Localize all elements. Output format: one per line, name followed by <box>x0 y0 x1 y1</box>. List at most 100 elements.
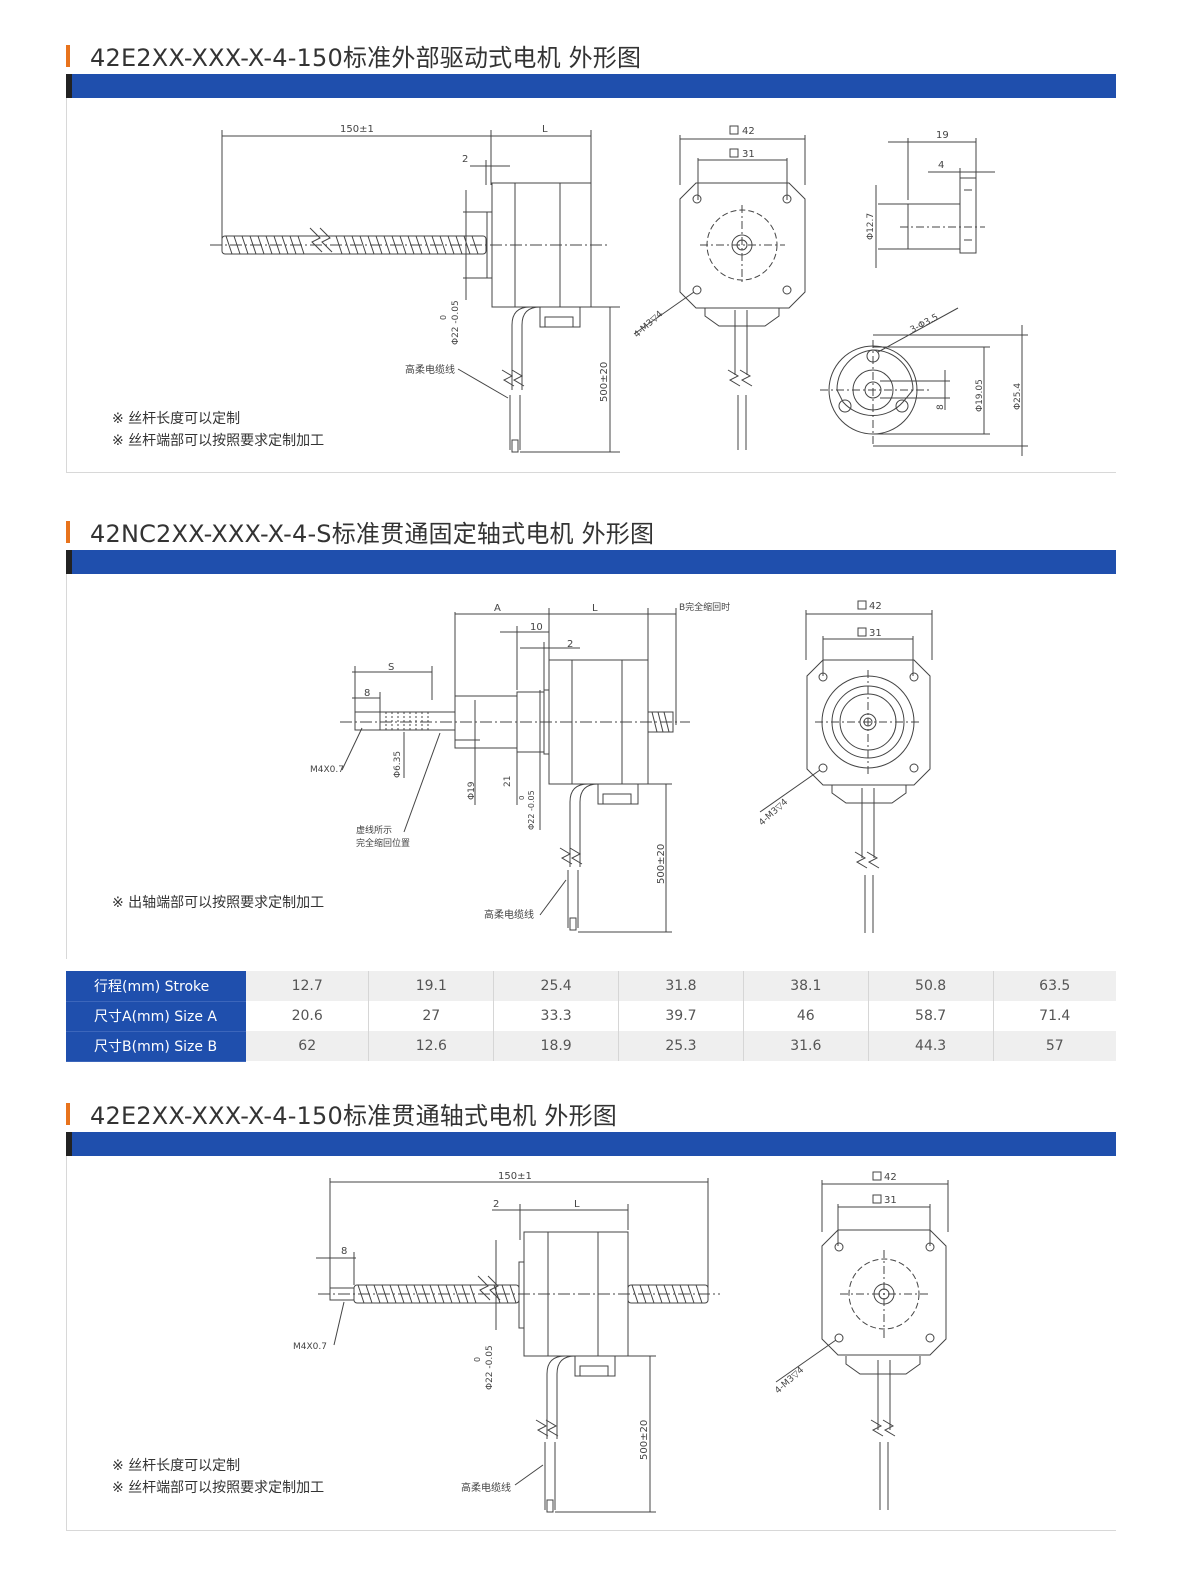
dim-10-label: 10 <box>530 622 543 633</box>
lead-screw <box>210 227 610 255</box>
dim-254-label: Φ25.4 <box>1013 383 1023 410</box>
square-icon <box>857 627 867 637</box>
title-marker <box>66 1102 70 1125</box>
cable-label: 高柔电缆线 <box>484 908 534 921</box>
note-line: ※ 出轴端部可以按照要求定制加工 <box>112 895 325 911</box>
cable-length-label: 500±20 <box>656 844 667 884</box>
table-cell: 19.1 <box>368 971 495 1001</box>
dim-42-label: 42 <box>884 1172 897 1183</box>
section-2-panel <box>66 574 1116 959</box>
section-3-panel <box>66 1156 1116 1531</box>
dim-22-label: Φ22 -0.05 <box>451 300 461 345</box>
table-cell: 33.3 <box>493 1001 620 1031</box>
section-2-drawing: A L B完全缩回时 10 2 S 8 M4X0.7 Φ6.35 Φ <box>310 600 933 933</box>
row-header: 尺寸A(mm) Size A <box>66 1001 246 1032</box>
section-3-bar <box>66 1132 1116 1156</box>
dim-l-label: L <box>542 124 548 135</box>
dim-42-label: 42 <box>869 601 882 612</box>
note-line: ※ 丝杆端部可以按照要求定制加工 <box>112 433 325 449</box>
dim-2-label: 2 <box>493 1199 499 1210</box>
title-marker <box>66 520 70 543</box>
table-cell: 31.6 <box>743 1031 869 1061</box>
dashed-note-1: 虚线所示 <box>356 824 392 836</box>
note-line: ※ 丝杆端部可以按照要求定制加工 <box>112 1480 325 1496</box>
dim-22-tol: 0 <box>518 796 526 800</box>
table-cell: 12.7 <box>246 971 370 1001</box>
dim-8-label: 8 <box>341 1246 347 1257</box>
table-cell: 20.6 <box>246 1001 370 1031</box>
dim-150-label: 150±1 <box>340 124 374 135</box>
square-icon <box>872 1194 882 1204</box>
motor-front <box>633 135 806 450</box>
motor-side <box>340 659 690 933</box>
nut-front <box>820 307 1028 456</box>
table-cell: 50.8 <box>868 971 994 1001</box>
dim-l-label: L <box>574 1199 580 1210</box>
title-marker <box>66 44 70 67</box>
row-header: 行程(mm) Stroke <box>66 971 246 1002</box>
table-cell: 63.5 <box>993 971 1116 1001</box>
section-2-title-text: 42NC2XX-XXX-X-4-S标准贯通固定轴式电机 外形图 <box>90 520 655 548</box>
cable-label: 高柔电缆线 <box>405 363 455 376</box>
dim-22-tol: 0 <box>439 315 448 320</box>
table-cell: 57 <box>993 1031 1116 1061</box>
table-row: 尺寸A(mm) Size A 20.6 27 33.3 39.7 46 58.7… <box>66 1001 1116 1032</box>
dim-2-label: 2 <box>462 154 468 165</box>
motor-front <box>775 1180 949 1510</box>
section-2-notes: ※ 出轴端部可以按照要求定制加工 <box>112 892 324 914</box>
dim-2-label: 2 <box>567 639 573 650</box>
dim-19-label: Φ19 <box>467 781 477 800</box>
dim-31-label: 31 <box>884 1195 897 1206</box>
dim-150: 150±1 <box>221 124 492 240</box>
table-row: 行程(mm) Stroke 12.7 19.1 25.4 31.8 38.1 5… <box>66 971 1116 1002</box>
dim-b-label: B完全缩回时 <box>679 601 730 613</box>
m4-label: M4X0.7 <box>293 1342 327 1352</box>
dim-8-label: 8 <box>936 404 946 410</box>
dim-150-label: 150±1 <box>498 1171 532 1182</box>
dim-19-label: 19 <box>936 130 949 141</box>
section-3-title: 42E2XX-XXX-X-4-150标准贯通轴式电机 外形图 <box>66 1096 617 1131</box>
dim-22-label: Φ22 -0.05 <box>485 1345 495 1390</box>
dim-l-label: L <box>592 603 598 614</box>
table-cell: 62 <box>246 1031 370 1061</box>
note-line: ※ 丝杆长度可以定制 <box>112 411 241 427</box>
cable-length-label: 500±20 <box>599 362 610 402</box>
section-3-notes: ※ 丝杆长度可以定制 ※ 丝杆端部可以按照要求定制加工 <box>112 1455 324 1499</box>
table-cell: 58.7 <box>868 1001 994 1031</box>
dim-22-tol: 0 <box>473 1357 482 1362</box>
table-cell: 18.9 <box>493 1031 620 1061</box>
section-1-title: 42E2XX-XXX-X-4-150标准外部驱动式电机 外形图 <box>66 38 641 73</box>
table-cell: 12.6 <box>368 1031 495 1061</box>
dim-31-label: 31 <box>742 149 755 160</box>
table-cell: 31.8 <box>618 971 744 1001</box>
square-icon <box>729 125 739 135</box>
dim-127-label: Φ12.7 <box>866 213 876 240</box>
bar-stub <box>66 74 72 98</box>
bar-stub <box>66 550 72 574</box>
section-2-title: 42NC2XX-XXX-X-4-S标准贯通固定轴式电机 外形图 <box>66 514 654 549</box>
dim-4-label: 4 <box>938 160 944 171</box>
cable-label: 高柔电缆线 <box>461 1481 511 1494</box>
dim-2: 2 <box>462 154 510 185</box>
dim-l: L <box>491 124 592 185</box>
row-header: 尺寸B(mm) Size B <box>66 1031 246 1062</box>
dim-s-label: S <box>388 662 394 673</box>
dim-1905-label: Φ19.05 <box>975 379 985 412</box>
section-2-bar <box>66 550 1116 574</box>
table-cell: 39.7 <box>618 1001 744 1031</box>
square-icon <box>857 600 867 610</box>
table-row: 尺寸B(mm) Size B 62 12.6 18.9 25.3 31.6 44… <box>66 1031 1116 1062</box>
square-icon <box>729 148 739 158</box>
section-1-notes: ※ 丝杆长度可以定制 ※ 丝杆端部可以按照要求定制加工 <box>112 408 324 452</box>
dashed-note-2: 完全缩回位置 <box>356 837 410 849</box>
motor-side <box>463 182 620 453</box>
cable-length-label: 500±20 <box>639 1420 650 1460</box>
spec-table: 行程(mm) Stroke 12.7 19.1 25.4 31.8 38.1 5… <box>66 971 1116 1062</box>
dim-42-label: 42 <box>742 126 755 137</box>
dim-635-label: Φ6.35 <box>393 751 403 778</box>
table-cell: 46 <box>743 1001 869 1031</box>
section-1-title-text: 42E2XX-XXX-X-4-150标准外部驱动式电机 外形图 <box>90 44 642 72</box>
dim-8-label: 8 <box>364 688 370 699</box>
dim-21-label: 21 <box>503 776 513 787</box>
